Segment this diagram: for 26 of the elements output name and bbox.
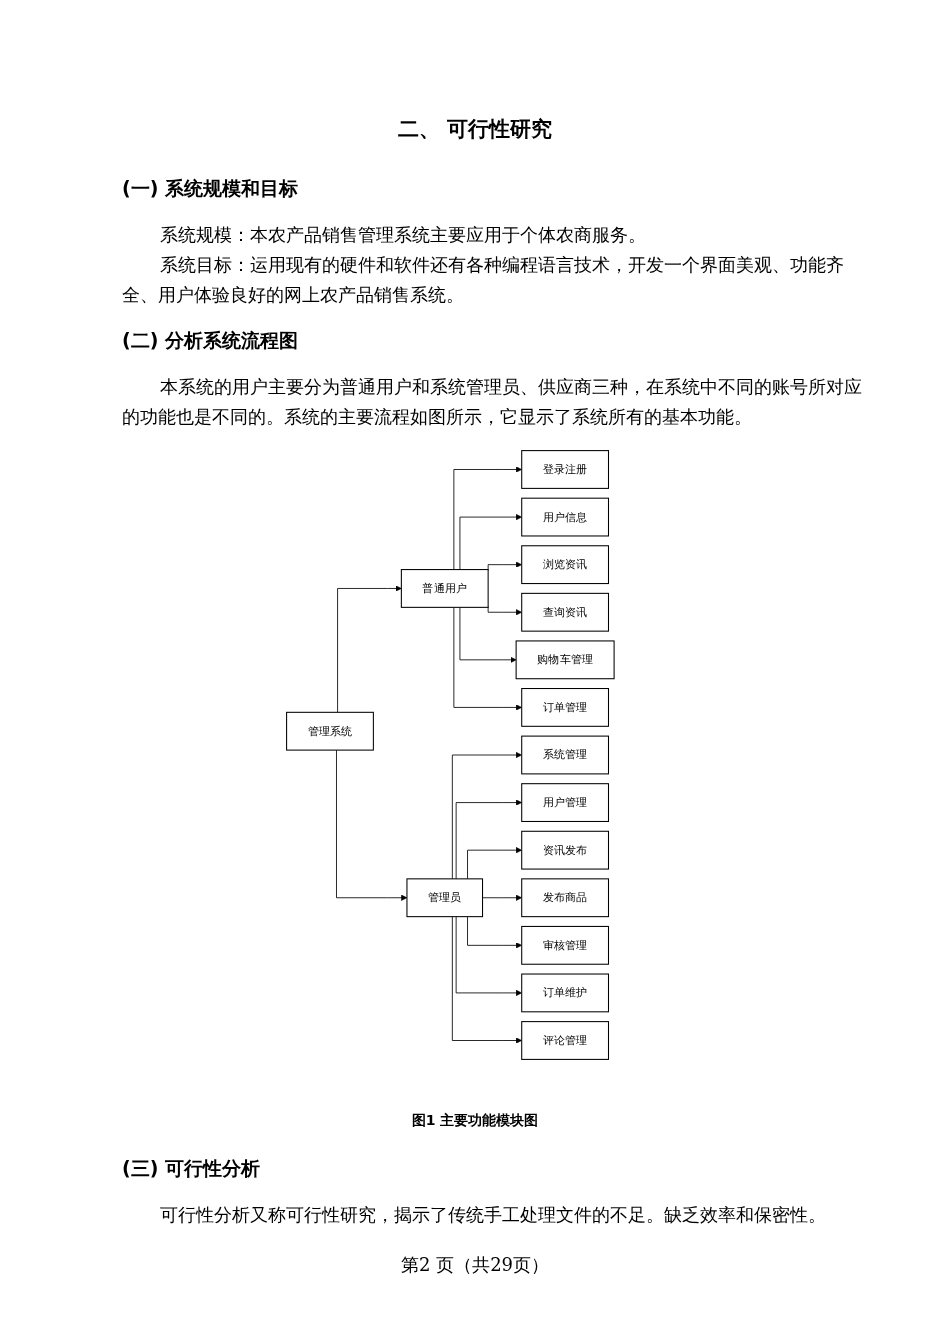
- node-box: 审核管理: [520, 925, 609, 965]
- section-heading: (二) 分析系统流程图: [122, 328, 299, 353]
- node-box: 资讯发布: [520, 830, 609, 870]
- node-box: 购物车管理: [515, 640, 615, 680]
- node-box: 用户管理: [520, 783, 609, 822]
- node-box: 登录注册: [520, 450, 609, 489]
- page-title: 二、 可行性研究: [396, 116, 554, 143]
- paragraph: 系统规模：本农产品销售管理系统主要应用于个体农商服务。: [159, 223, 647, 247]
- node-box: 查询资讯: [520, 592, 609, 632]
- node-box: 订单管理: [520, 688, 609, 727]
- paragraph: 系统目标：运用现有的硬件和软件还有各种编程语言技术，开发一个界面美观、功能齐全、用户体验良好的网上农产品销售系统。: [122, 253, 845, 307]
- page-number: 第2 页（共29页）: [399, 1253, 551, 1277]
- node-box: 管理员: [406, 878, 483, 918]
- node-box: 发布商品: [520, 878, 609, 918]
- paragraph: 可行性分析又称可行性研究，揭示了传统手工处理文件的不足。缺乏效率和保密性。: [159, 1203, 827, 1227]
- node-box: 浏览资讯: [520, 545, 609, 585]
- node-box: 订单维护: [520, 973, 609, 1013]
- node-box: 管理系统: [285, 711, 374, 751]
- paragraph: 本系统的用户主要分为普通用户和系统管理员、供应商三种，在系统中不同的账号所对应的功能也是不同的。系统的主要流程如图所示，它显示了系统所有的基本功能。: [122, 375, 862, 429]
- section-heading: (三) 可行性分析: [122, 1156, 261, 1181]
- node-box: 系统管理: [520, 735, 609, 775]
- node-box: 评论管理: [520, 1021, 609, 1060]
- figure-caption: 图1 主要功能模块图: [410, 1112, 540, 1130]
- node-box: 用户信息: [520, 497, 609, 537]
- node-box: 普通用户: [400, 569, 489, 608]
- section-heading: (一) 系统规模和目标: [122, 176, 299, 201]
